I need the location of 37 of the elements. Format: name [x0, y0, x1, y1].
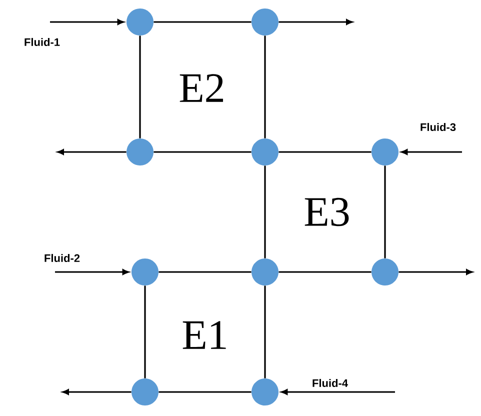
exchanger-label: E2	[180, 74, 224, 102]
arrow	[55, 269, 129, 275]
arrow	[50, 19, 124, 25]
connector-line	[139, 36, 141, 138]
connector-line	[264, 166, 266, 258]
connector-line	[264, 286, 266, 378]
edge-label: Fluid-2	[44, 254, 80, 262]
connector-line	[154, 151, 252, 153]
edge-label: Fluid-3	[420, 122, 456, 132]
edge-label: Fluid-4	[312, 378, 348, 388]
junction-dot	[372, 258, 398, 286]
junction-dot	[126, 8, 154, 36]
junction-dot	[252, 138, 278, 166]
arrow	[57, 149, 126, 155]
junction-dot	[372, 138, 398, 166]
edge-label: Fluid-1	[24, 38, 60, 46]
connector-line	[144, 286, 146, 378]
connector-line	[154, 21, 252, 23]
connector-line	[278, 271, 372, 273]
junction-dot	[252, 258, 278, 286]
connector-line	[158, 391, 252, 393]
exchanger-label: E1	[182, 321, 226, 349]
junction-dot	[252, 8, 278, 36]
arrow	[398, 269, 473, 275]
arrow	[281, 389, 395, 395]
arrow	[278, 19, 353, 25]
connector-line	[278, 151, 372, 153]
junction-dot	[132, 378, 158, 406]
connector-line	[264, 36, 266, 138]
arrow	[401, 149, 462, 155]
junction-dot	[252, 378, 278, 406]
connector-line	[158, 271, 252, 273]
arrow	[62, 389, 132, 395]
junction-dot	[126, 138, 154, 166]
junction-dot	[132, 258, 158, 286]
exchanger-label: E3	[304, 198, 349, 226]
connector-line	[384, 166, 386, 258]
